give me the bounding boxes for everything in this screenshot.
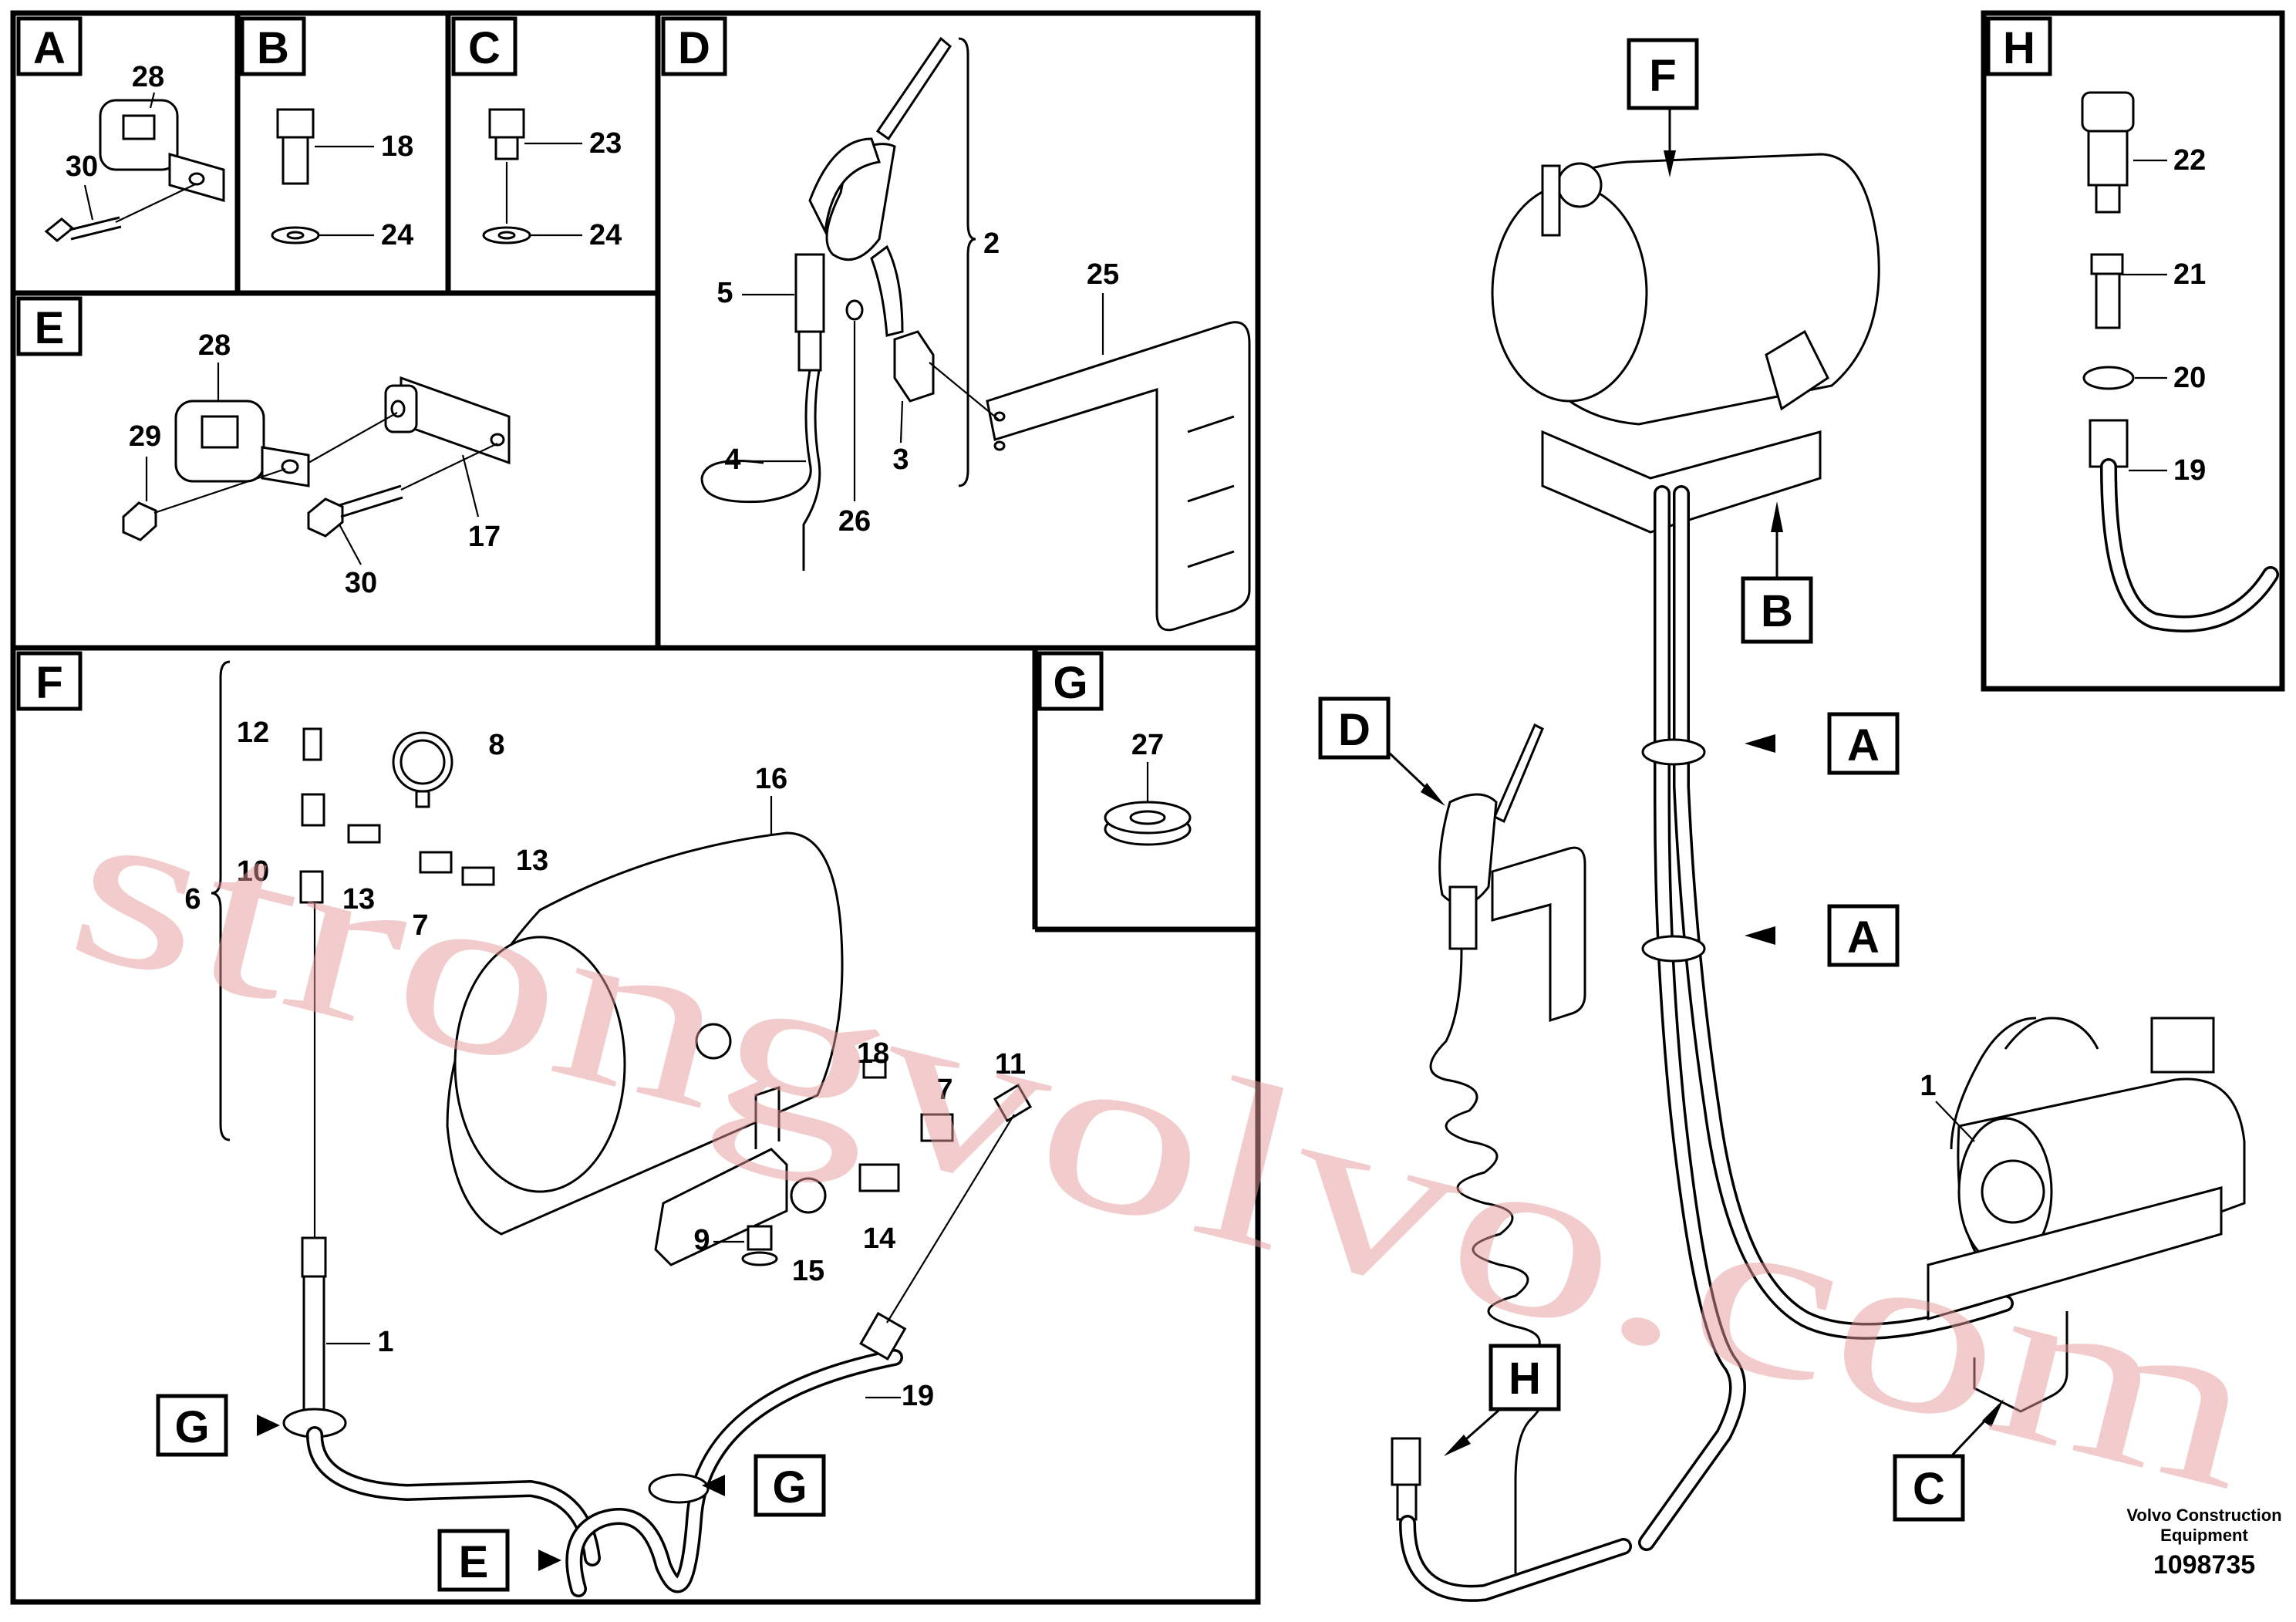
panel-C-tag: C — [451, 16, 518, 76]
svg-text:1: 1 — [377, 1326, 393, 1358]
svg-text:22: 22 — [2173, 144, 2206, 177]
svg-text:11: 11 — [995, 1048, 1026, 1081]
svg-text:C: C — [1913, 1464, 1945, 1514]
panel-F-drawing — [211, 660, 1033, 1597]
svg-text:F: F — [35, 658, 62, 708]
svg-text:13: 13 — [516, 845, 548, 877]
svg-text:H: H — [2003, 23, 2035, 73]
svg-text:A: A — [33, 23, 66, 73]
svg-text:A: A — [1847, 720, 1880, 771]
svg-text:29: 29 — [129, 420, 161, 453]
svg-text:G: G — [174, 1402, 209, 1452]
svg-text:F: F — [1649, 51, 1676, 101]
svg-text:7: 7 — [412, 909, 428, 942]
svg-text:4: 4 — [724, 443, 740, 476]
svg-text:27: 27 — [1131, 729, 1164, 761]
svg-text:H: H — [1509, 1354, 1541, 1404]
svg-text:16: 16 — [755, 763, 787, 795]
panel-B-labels: 18 24 — [315, 130, 413, 251]
svg-text:15: 15 — [792, 1255, 824, 1287]
svg-text:26: 26 — [838, 505, 871, 538]
main-assembly — [1391, 153, 2246, 1602]
panel-G-labels: 27 — [1131, 729, 1164, 802]
panel-D-tag: D — [661, 16, 727, 76]
panel-F-labels: 12 8 16 6 10 13 7 13 18 7 11 9 15 14 1 1… — [184, 717, 1026, 1412]
callout-A-lower: A — [1745, 904, 1900, 967]
panel-A-labels: 28 30 — [66, 61, 164, 221]
svg-text:25: 25 — [1087, 258, 1119, 291]
callout-B-main: B — [1741, 501, 1813, 644]
panel-E-labels: 28 29 17 30 — [129, 329, 501, 599]
svg-text:24: 24 — [589, 219, 622, 251]
callout-C-main: C — [1893, 1399, 2004, 1522]
panel-F-tag: F — [16, 651, 83, 711]
svg-text:14: 14 — [863, 1222, 895, 1255]
svg-text:6: 6 — [184, 883, 201, 916]
panel-C-drawing — [482, 108, 531, 244]
svg-text:B: B — [1761, 586, 1793, 636]
svg-text:1: 1 — [1920, 1070, 1936, 1102]
panel-G-drawing — [1104, 801, 1192, 846]
panel-A-tag: A — [16, 16, 83, 76]
svg-text:30: 30 — [66, 150, 98, 183]
svg-text:8: 8 — [488, 729, 504, 761]
svg-text:19: 19 — [2173, 454, 2206, 487]
panel-frames — [10, 10, 2285, 1605]
svg-text:30: 30 — [345, 567, 377, 599]
svg-text:7: 7 — [936, 1074, 952, 1106]
panel-H-labels: 22 21 20 19 — [2121, 144, 2206, 487]
svg-text:G: G — [772, 1462, 807, 1512]
svg-text:B: B — [257, 23, 289, 73]
svg-text:5: 5 — [716, 277, 733, 309]
callout-E: E — [437, 1529, 561, 1592]
callout-H-main: H — [1444, 1344, 1561, 1456]
svg-text:13: 13 — [342, 883, 375, 916]
svg-text:19: 19 — [902, 1380, 934, 1412]
svg-text:18: 18 — [381, 130, 413, 163]
panel-E-drawing — [122, 376, 511, 541]
callout-D-main: D — [1318, 696, 1445, 806]
svg-text:3: 3 — [892, 443, 909, 476]
svg-text:E: E — [35, 303, 65, 353]
callout-G-left: G — [156, 1394, 280, 1457]
panel-G-tag: G — [1037, 651, 1104, 711]
svg-text:D: D — [1338, 705, 1371, 755]
svg-text:28: 28 — [132, 61, 164, 93]
svg-text:24: 24 — [381, 219, 413, 251]
svg-text:10: 10 — [237, 855, 269, 888]
panel-A-drawing — [44, 99, 225, 242]
svg-text:18: 18 — [857, 1037, 889, 1070]
svg-text:C: C — [468, 23, 501, 73]
panel-D-labels: 5 2 25 4 26 3 — [716, 228, 1119, 538]
svg-text:21: 21 — [2173, 258, 2206, 291]
panel-E-tag: E — [16, 296, 83, 356]
svg-text:9: 9 — [693, 1224, 710, 1256]
svg-text:20: 20 — [2173, 362, 2206, 394]
callout-A-upper: A — [1745, 712, 1900, 775]
panel-H-drawing — [2081, 91, 2279, 632]
svg-text:28: 28 — [198, 329, 231, 362]
svg-text:2: 2 — [983, 228, 1000, 260]
callout-F-main: F — [1627, 38, 1699, 177]
svg-text:1098735: 1098735 — [2153, 1550, 2255, 1580]
panel-C-labels: 23 24 — [524, 127, 622, 251]
svg-text:17: 17 — [468, 521, 501, 553]
footer: Volvo Construction Equipment 1098735 — [2126, 1506, 2281, 1580]
svg-text:12: 12 — [237, 717, 269, 749]
svg-text:G: G — [1053, 658, 1087, 708]
svg-text:D: D — [678, 23, 710, 73]
panel-B-tag: B — [240, 16, 306, 76]
svg-text:23: 23 — [589, 127, 622, 160]
callout-G-right: G — [702, 1454, 826, 1517]
svg-text:Equipment: Equipment — [2160, 1526, 2248, 1545]
part-1-main-label: 1 — [1920, 1070, 1975, 1142]
svg-text:A: A — [1847, 912, 1880, 963]
svg-text:E: E — [459, 1537, 489, 1587]
panel-D-drawing — [700, 36, 1251, 632]
panel-B-drawing — [271, 108, 320, 244]
watermark-text: strongvolvo.com — [49, 749, 2281, 1539]
panel-H-tag: H — [1986, 16, 2052, 76]
svg-text:Volvo Construction: Volvo Construction — [2126, 1506, 2281, 1525]
